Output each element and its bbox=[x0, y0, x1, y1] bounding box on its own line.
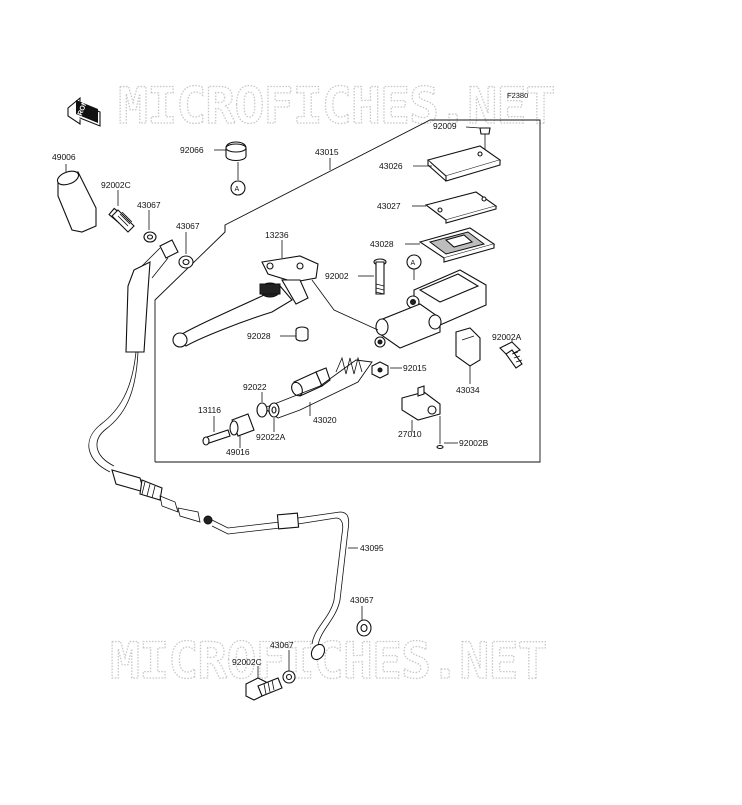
cable-boot bbox=[56, 170, 97, 233]
label-92002c-bottom: 92002C bbox=[232, 657, 262, 667]
washer-92022 bbox=[256, 402, 268, 418]
label-92022a: 92022A bbox=[256, 432, 286, 442]
label-92015: 92015 bbox=[403, 363, 427, 373]
label-27010: 27010 bbox=[398, 429, 422, 439]
banjo-bolt-bottom bbox=[245, 677, 283, 701]
label-92002: 92002 bbox=[325, 271, 349, 281]
label-43015: 43015 bbox=[315, 147, 339, 157]
label-43028: 43028 bbox=[370, 239, 394, 249]
figure-code: F2380 bbox=[507, 91, 528, 100]
label-92022: 92022 bbox=[243, 382, 267, 392]
banjo-bolt-top bbox=[108, 207, 135, 233]
label-43020: 43020 bbox=[313, 415, 337, 425]
pivot-bolt bbox=[373, 258, 387, 295]
label-43034: 43034 bbox=[456, 385, 480, 395]
label-43067-a: 43067 bbox=[137, 200, 161, 210]
reservoir-cap bbox=[225, 141, 247, 162]
master-cylinder-body bbox=[374, 269, 487, 349]
lever-bushing bbox=[295, 326, 309, 342]
switch-screw bbox=[436, 416, 444, 450]
diaphragm-plate bbox=[424, 191, 498, 224]
front-arrow-icon: FRONT bbox=[67, 95, 101, 127]
holder-bolt bbox=[499, 341, 523, 369]
label-92002c-top: 92002C bbox=[101, 180, 131, 190]
reservoir-cover bbox=[426, 145, 502, 182]
dust-cover-49016 bbox=[229, 413, 255, 437]
label-92002b: 92002B bbox=[459, 438, 489, 448]
clutch-switch bbox=[401, 385, 441, 421]
washer-b bbox=[178, 255, 194, 269]
assembly-frame bbox=[154, 119, 541, 463]
label-43026: 43026 bbox=[379, 161, 403, 171]
clutch-hose bbox=[88, 239, 350, 661]
label-43067-c: 43067 bbox=[350, 595, 374, 605]
callout-a-left: A bbox=[235, 186, 240, 193]
label-92066: 92066 bbox=[180, 145, 204, 155]
label-43027: 43027 bbox=[377, 201, 401, 211]
washer-92022a bbox=[268, 402, 280, 418]
label-13236: 13236 bbox=[265, 230, 289, 240]
lever-holder bbox=[455, 327, 481, 367]
label-43067-d: 43067 bbox=[270, 640, 294, 650]
washer-a bbox=[143, 231, 157, 243]
callout-a-right: A bbox=[411, 260, 416, 267]
washer-c bbox=[356, 619, 372, 637]
label-49016: 49016 bbox=[226, 447, 250, 457]
label-49006: 49006 bbox=[52, 152, 76, 162]
label-13116: 13116 bbox=[198, 405, 221, 415]
label-92002a: 92002A bbox=[492, 332, 522, 342]
watermark-top: MICROFICHES.NET bbox=[118, 77, 555, 135]
diaphragm bbox=[418, 227, 496, 263]
watermark-bottom: MICROFICHES.NET bbox=[110, 632, 547, 690]
screw-92009 bbox=[479, 127, 491, 150]
lock-nut bbox=[371, 361, 389, 379]
washer-d bbox=[282, 670, 296, 684]
label-92028: 92028 bbox=[247, 331, 271, 341]
label-43095: 43095 bbox=[360, 543, 384, 553]
clutch-lever bbox=[172, 255, 379, 348]
piston-assembly bbox=[263, 356, 373, 419]
pushrod-13116 bbox=[202, 429, 231, 446]
label-92009: 92009 bbox=[433, 121, 457, 131]
label-43067-b: 43067 bbox=[176, 221, 200, 231]
